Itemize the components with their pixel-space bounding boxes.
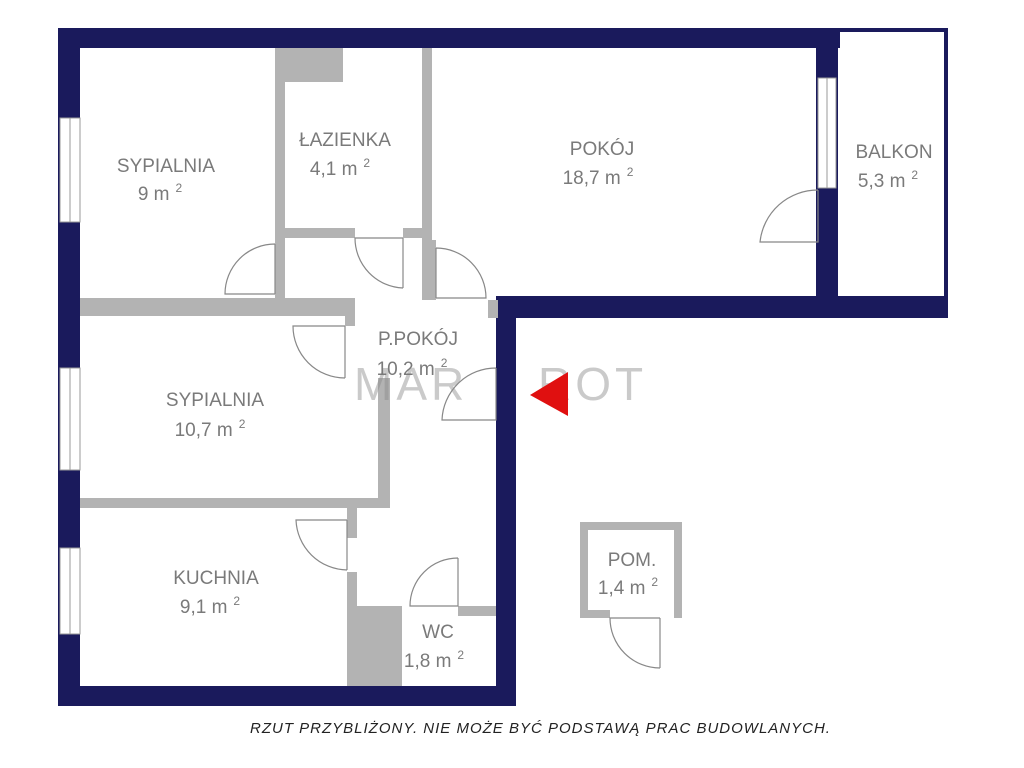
door-bedroom-2[interactable] [292,325,346,379]
entrance-arrow-icon [530,372,568,416]
wall-kitchen-right-top [347,508,357,538]
wall-bed1-bottom-stub [275,238,285,298]
disclaimer-text: RZUT PRZYBLIŻONY. NIE MOŻE BYĆ PODSTAWĄ … [250,720,831,737]
room-name-lazienka: ŁAZIENKA [299,130,391,151]
exterior-wall-top [58,28,840,48]
wall-bath-bottom-a [275,228,355,238]
storage-room-walls [580,522,682,618]
wall-bath-bottom-b [403,228,425,238]
door-kitchen[interactable] [295,519,348,571]
wall-bath-left [275,48,285,230]
room-name-sypialnia-2: SYPIALNIA [166,390,265,411]
window-lines [69,78,828,634]
exterior-wall-bottom [58,686,516,706]
room-name-pokoj: POKÓJ [570,138,634,160]
door-pokoj[interactable] [435,247,487,299]
wall-kitchen-shaft [347,606,395,686]
room-name-wc: WC [422,622,454,643]
interior-walls [80,48,498,686]
room-name-pom: POM. [608,550,657,571]
doors [224,189,819,669]
door-balcony[interactable] [759,189,819,243]
wall-wc-left [392,606,402,686]
exterior-wall-middle [496,296,948,318]
door-entrance[interactable] [441,367,497,421]
wall-hall-stub [345,298,355,326]
room-name-balkon: BALKON [855,142,932,163]
wall-bath-right [422,48,432,300]
pom-wall-bottom [580,610,610,618]
room-name-p-pokoj: P.POKÓJ [378,328,458,350]
exterior-wall-balcony-right [944,28,948,318]
pom-wall-left [580,522,588,618]
room-name-sypialnia-1: SYPIALNIA [117,156,216,177]
wall-pokoj-left [432,240,436,300]
exterior-wall-right-lower [496,302,516,706]
door-storage[interactable] [609,617,661,669]
pom-wall-right [674,522,682,618]
wall-hall-right-top [488,300,498,318]
wall-wc-top [458,606,496,616]
door-wc[interactable] [409,557,459,607]
wall-bed1-bedroom2 [80,298,355,316]
watermark-left: MAR [354,358,468,410]
door-bathroom[interactable] [354,237,404,289]
wall-bed2-right [378,378,390,504]
exterior-wall-top-balcony [838,28,948,32]
wall-bath-shaft [275,48,343,82]
room-name-kuchnia: KUCHNIA [173,568,259,589]
door-bedroom-1[interactable] [224,243,276,295]
wall-bed2-bottom [80,498,390,508]
pom-wall-top [580,522,682,530]
